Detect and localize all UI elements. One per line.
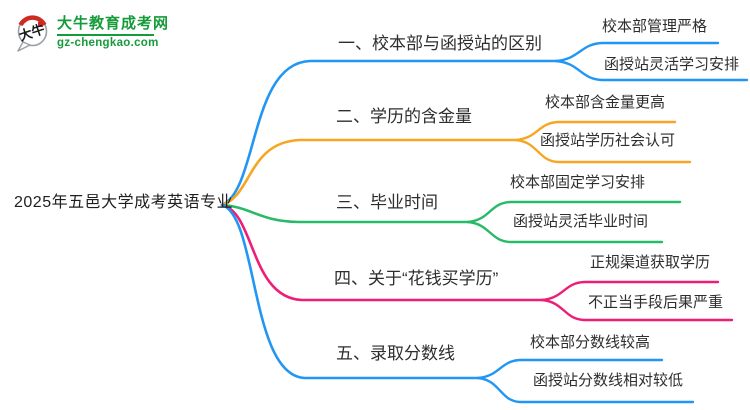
- branch-2-child-2-label: 函授站学历社会认可: [540, 132, 676, 149]
- branch-5-child-2-label: 函授站分数线相对较低: [533, 372, 684, 389]
- branch-4-child-2-label: 不正当手段后果严重: [588, 294, 724, 311]
- branch-1-line: [220, 59, 558, 207]
- branch-3-child-2-label: 函授站灵活毕业时间: [513, 213, 649, 230]
- branch-1-child-1-line: [554, 41, 720, 63]
- branch-2-child-1-line: [514, 120, 677, 142]
- branch-4-child-1-line: [540, 280, 720, 302]
- branch-5-label: 五、录取分数线: [336, 344, 455, 363]
- branch-3-label: 三、毕业时间: [336, 193, 438, 212]
- branch-5-line: [220, 203, 480, 380]
- branch-5-child-2-line: [476, 376, 695, 404]
- branch-3-child-2-line: [466, 220, 664, 244]
- logo-title: 大牛教育成考网: [57, 15, 170, 32]
- branch-4-label: 四、关于“花钱买学历”: [334, 269, 499, 288]
- branch-1-child-2-label: 函授站灵活学习安排: [604, 56, 740, 73]
- branch-1-child-2-line: [554, 59, 749, 82]
- branch-5-child-1-line: [476, 358, 664, 380]
- branch-5-child-1-label: 校本部分数线较高: [530, 334, 651, 351]
- branch-4-line: [220, 203, 544, 302]
- root-topic: 2025年五邑大学成考英语专业: [14, 194, 234, 211]
- branch-2-child-2-line: [514, 138, 692, 164]
- site-logo[interactable]: 大牛 大牛教育成考网 gz-chengkao.com: [15, 15, 169, 53]
- logo-divider: [57, 34, 154, 36]
- daniu-bubble-icon: 大牛: [17, 15, 48, 52]
- branch-3-child-1-line: [466, 200, 682, 224]
- branch-1-child-1-label: 校本部管理严格: [602, 18, 708, 35]
- seal-stamp-icon: [38, 22, 43, 27]
- branch-2-child-1-label: 校本部含金量更高: [545, 94, 666, 111]
- branch-2-line: [220, 138, 518, 207]
- branch-3-line: [220, 203, 470, 224]
- logo-url[interactable]: gz-chengkao.com: [57, 37, 159, 49]
- branch-3-child-1-label: 校本部固定学习安排: [510, 174, 646, 191]
- branch-1-label: 一、校本部与函授站的区别: [338, 34, 542, 53]
- branch-2-label: 二、学历的含金量: [336, 107, 472, 126]
- branch-4-child-2-line: [540, 298, 734, 322]
- branch-4-child-1-label: 正规渠道获取学历: [590, 254, 711, 271]
